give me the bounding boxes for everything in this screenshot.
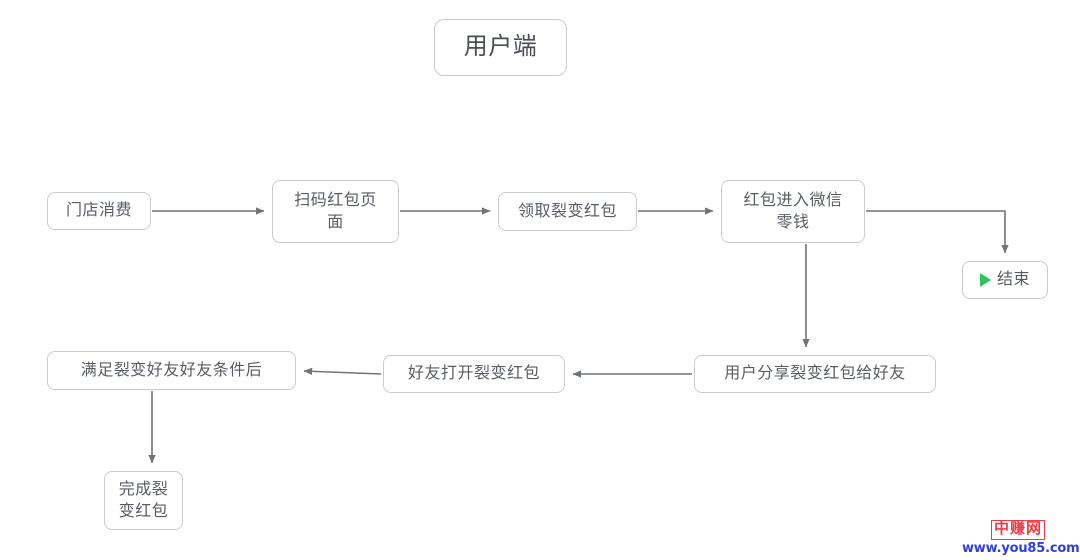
node-share-to-friends: 用户分享裂变红包给好友: [694, 355, 936, 393]
node-enter-wechat-purse: 红包进入微信 零钱: [721, 180, 865, 243]
node-label-conditions-met: 满足裂变好友好友条件后: [80, 361, 263, 379]
node-label-finish-fission: 完成裂 变红包: [118, 480, 169, 520]
node-scan-code-page: 扫码红包页 面: [272, 180, 399, 243]
node-store-consume: 门店消费: [47, 192, 151, 230]
connector-enter-wechat-purse-to-end: [866, 210, 1009, 254]
connector-friend-opens-to-conditions-met: [303, 367, 382, 376]
node-label-store-consume: 门店消费: [65, 202, 132, 220]
diagram-title-label: 用户端: [463, 34, 538, 61]
node-label-friend-opens: 好友打开裂变红包: [407, 365, 540, 383]
watermark: 中赚网 www.you85.com: [962, 518, 1080, 556]
watermark-brand: 中赚网: [990, 519, 1045, 540]
node-label-share-to-friends: 用户分享裂变红包给好友: [724, 365, 906, 383]
diagram-title-box: 用户端: [434, 19, 567, 76]
node-friend-opens: 好友打开裂变红包: [383, 355, 565, 393]
node-label-scan-code-page: 扫码红包页 面: [294, 191, 377, 231]
watermark-url: www.you85.com: [962, 541, 1080, 556]
node-end: 结束: [962, 261, 1048, 299]
node-label-enter-wechat-purse: 红包进入微信 零钱: [743, 191, 843, 231]
node-label-end: 结束: [996, 271, 1030, 289]
node-finish-fission: 完成裂 变红包: [104, 471, 183, 530]
node-label-claim-fission: 领取裂变红包: [517, 202, 617, 220]
node-conditions-met: 满足裂变好友好友条件后: [47, 351, 296, 390]
green-flag-icon: [979, 273, 991, 287]
node-claim-fission: 领取裂变红包: [498, 192, 637, 231]
